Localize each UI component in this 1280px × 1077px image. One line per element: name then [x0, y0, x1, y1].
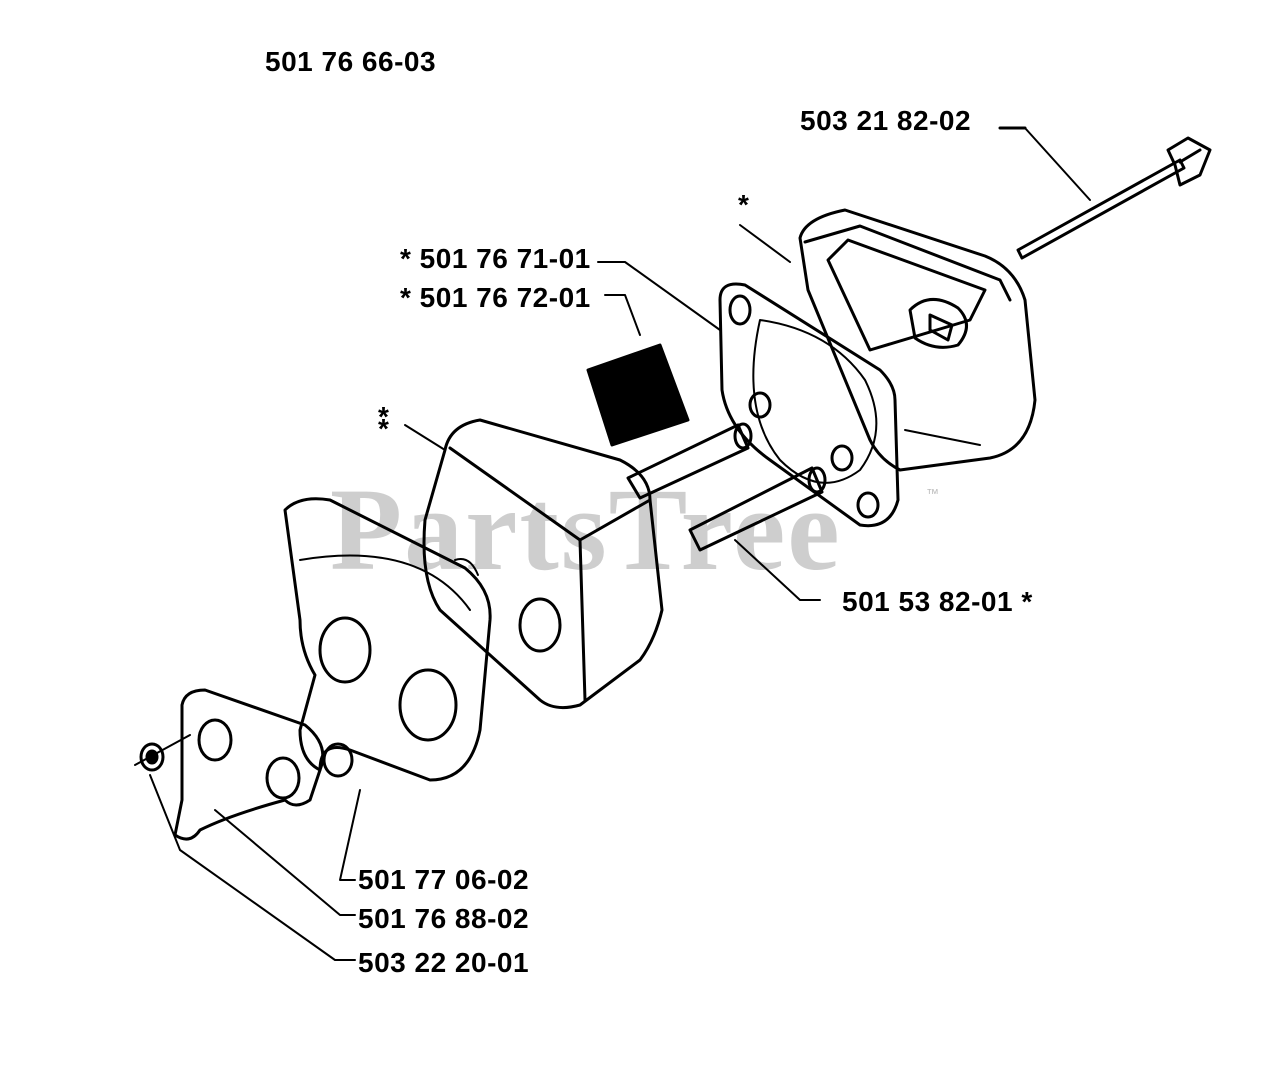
label-spacer-tube: 501 53 82-01 * [842, 586, 1033, 617]
label-screw: 503 21 82-02 [800, 105, 972, 136]
muffler-body-drawing [404, 418, 664, 710]
plate-drawing [173, 688, 356, 916]
label-heat-shield: 501 77 06-02 [358, 864, 530, 895]
screw-drawing [998, 126, 1212, 260]
label-cover: * [738, 189, 750, 220]
label-plate: 501 76 88-02 [358, 903, 530, 934]
label-muffler-body: * [378, 401, 390, 432]
spacer-tubes-drawing [626, 422, 827, 601]
label-muffler-body-2: * [378, 413, 390, 444]
heat-shield-drawing [283, 497, 492, 881]
watermark: PartsTree [330, 464, 842, 595]
filter-pad-drawing [586, 294, 690, 447]
cover-drawing [739, 208, 1037, 472]
nut-drawing [134, 734, 356, 961]
assembly-part-number: 501 76 66-03 [265, 46, 437, 77]
label-gasket-1: * 501 76 71-01 [400, 243, 591, 274]
label-gasket-2: * 501 76 72-01 [400, 282, 591, 313]
label-nut: 503 22 20-01 [358, 947, 530, 978]
watermark-trademark: ™ [926, 486, 939, 501]
